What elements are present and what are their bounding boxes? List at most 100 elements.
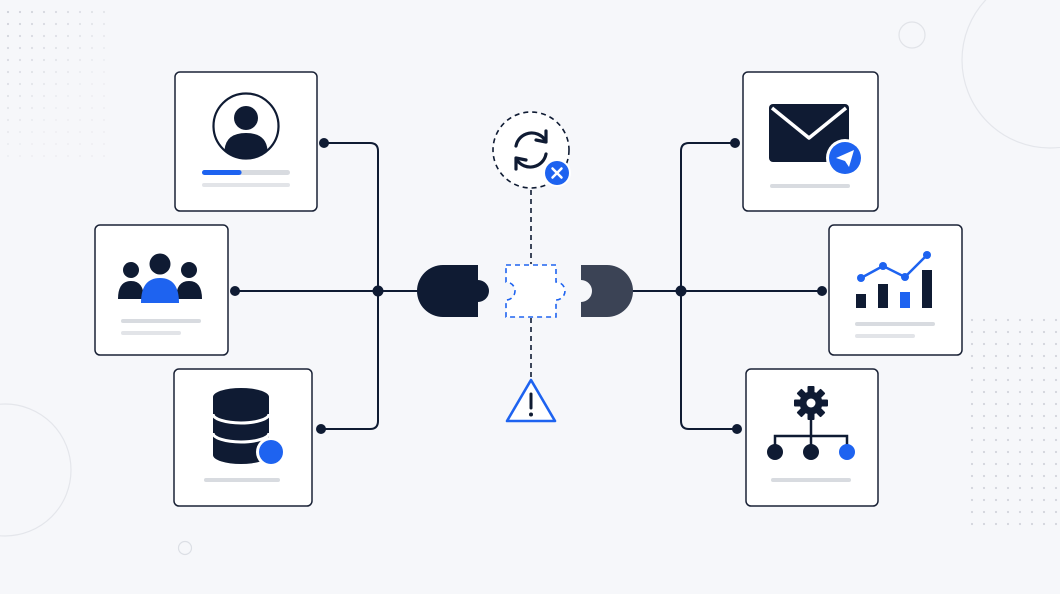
warning-triangle-icon [505, 378, 557, 423]
decor-dot [18, 154, 22, 158]
decor-dot [54, 82, 58, 86]
decor-dot [54, 22, 58, 26]
decor-dot [30, 46, 34, 50]
connector-node [817, 286, 827, 296]
connector-junction [675, 285, 687, 297]
decor-dot [66, 82, 70, 86]
puzzle-piece-left [417, 265, 489, 317]
decor-dot [30, 154, 34, 158]
decor-dot [1006, 438, 1010, 442]
decor-dot [6, 22, 10, 26]
gear-hole [806, 398, 816, 408]
decor-dot [78, 58, 82, 62]
decor-dot [994, 330, 998, 334]
card-user-profile[interactable] [174, 71, 318, 212]
decor-dot [1042, 462, 1046, 466]
decor-dot [66, 22, 70, 26]
sync-error-icon [492, 111, 571, 189]
decor-dot [994, 450, 998, 454]
card-team[interactable] [94, 224, 229, 356]
decor-dot [18, 118, 22, 122]
decor-dot [1030, 426, 1034, 430]
decor-dot [30, 142, 34, 146]
decor-dot [1006, 330, 1010, 334]
decor-dot [18, 70, 22, 74]
decor-dot [1006, 462, 1010, 466]
decor-dot [66, 58, 70, 62]
card-email[interactable] [742, 71, 879, 212]
decor-dot [78, 10, 82, 14]
decor-dot [90, 70, 94, 74]
decor-dot [54, 34, 58, 38]
decor-dot [6, 94, 10, 98]
decor-dot [90, 34, 94, 38]
decor-dot [1030, 462, 1034, 466]
decor-dot [30, 130, 34, 134]
card-database[interactable] [173, 368, 313, 507]
decor-dot [1054, 438, 1058, 442]
decor-dot [1006, 522, 1010, 526]
status-dot [259, 440, 283, 464]
decor-dot [66, 46, 70, 50]
decor-dot [102, 22, 106, 26]
decor-dot [982, 474, 986, 478]
decor-dot [42, 130, 46, 134]
text-placeholder-line [204, 478, 280, 482]
decor-dot [66, 154, 70, 158]
connector-node [316, 424, 326, 434]
decor-dot [42, 118, 46, 122]
left-bus-line [321, 142, 379, 430]
puzzle-piece-missing [505, 264, 566, 318]
decor-dot [970, 366, 974, 370]
analytics-chart-icon [856, 251, 932, 308]
decor-dot [54, 94, 58, 98]
decor-dot [42, 58, 46, 62]
card-analytics[interactable] [828, 224, 963, 356]
decor-dot [1030, 366, 1034, 370]
text-placeholder-line [121, 331, 181, 335]
decor-dot [1018, 342, 1022, 346]
decor-dot [970, 414, 974, 418]
decor-dot [42, 22, 46, 26]
decor-dot [970, 402, 974, 406]
decor-dot [102, 46, 106, 50]
decor-dot [1030, 354, 1034, 358]
decor-dot [1006, 498, 1010, 502]
decor-dot [1042, 498, 1046, 502]
decor-dot [1054, 378, 1058, 382]
card-workflow[interactable] [745, 368, 879, 507]
background-decoration [0, 0, 1060, 556]
decor-dot [54, 58, 58, 62]
connector-nodes [230, 138, 827, 434]
decor-dot [1006, 402, 1010, 406]
dot-grid-top-left [6, 10, 106, 158]
decor-dot [970, 342, 974, 346]
decor-dot [1018, 474, 1022, 478]
decor-dot [90, 46, 94, 50]
decor-dot [1006, 414, 1010, 418]
decor-dot [982, 438, 986, 442]
decor-dot [970, 330, 974, 334]
right-bus-line [680, 142, 737, 430]
decor-dot [1030, 510, 1034, 514]
decor-dot [54, 118, 58, 122]
connector-junction [372, 285, 384, 297]
decor-dot [18, 130, 22, 134]
decor-dot [970, 474, 974, 478]
decor-dot [982, 354, 986, 358]
decor-dot [1042, 522, 1046, 526]
decor-dot [54, 130, 58, 134]
decor-dot [1030, 486, 1034, 490]
decor-dot [42, 46, 46, 50]
decor-dot [970, 450, 974, 454]
decor-dot [1054, 522, 1058, 526]
decor-dot [1054, 450, 1058, 454]
decor-dot [30, 82, 34, 86]
decor-dot [66, 34, 70, 38]
decor-dot [1006, 510, 1010, 514]
decor-dot [1030, 342, 1034, 346]
decor-circle-top-right [961, 0, 1060, 149]
decor-dot [30, 10, 34, 14]
decor-dot [78, 70, 82, 74]
decor-dot [1054, 402, 1058, 406]
